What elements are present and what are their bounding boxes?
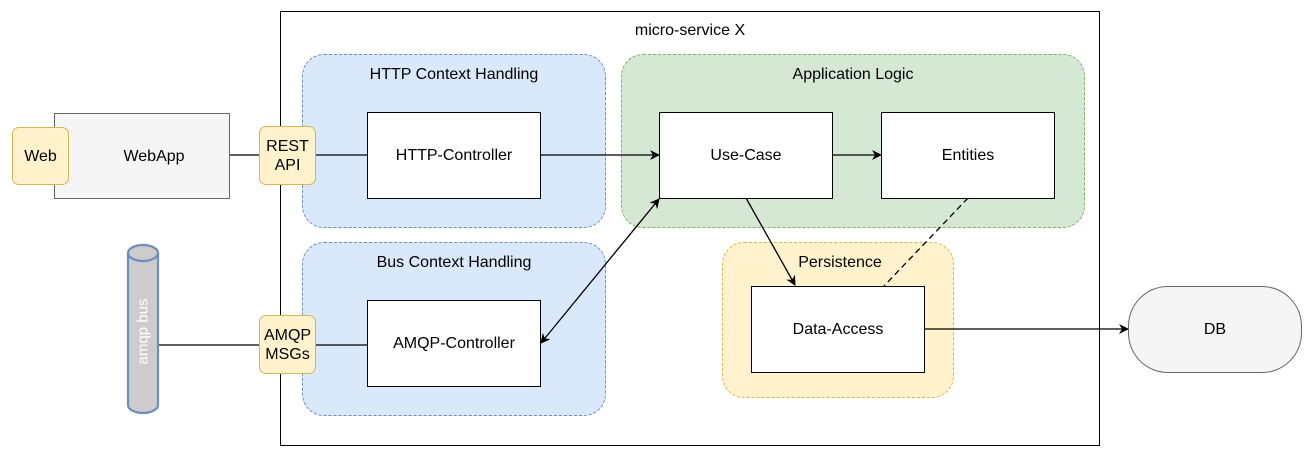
- webapp-label: WebApp: [123, 147, 185, 165]
- entities-box: Entities: [881, 112, 1055, 199]
- microservice-container: micro-service X: [280, 11, 1100, 446]
- db-box: DB: [1128, 286, 1302, 373]
- persistence-zone-title: Persistence: [798, 254, 882, 271]
- data-access-box: Data-Access: [751, 286, 925, 373]
- microservice-title: micro-service X: [634, 22, 746, 39]
- amqp-controller-label: AMQP-Controller: [393, 335, 515, 352]
- http-controller-box: HTTP-Controller: [367, 112, 541, 199]
- use-case-box: Use-Case: [659, 112, 833, 199]
- use-case-label: Use-Case: [710, 147, 782, 164]
- data-access-label: Data-Access: [792, 321, 884, 338]
- web-port: Web: [12, 127, 69, 185]
- amqp-bus-shape: [126, 243, 160, 415]
- bus-context-zone-title: Bus Context Handling: [376, 254, 532, 271]
- amqp-bus-cylinder: amqp bus: [126, 243, 160, 415]
- web-port-label: Web: [24, 147, 57, 165]
- entities-label: Entities: [941, 147, 995, 164]
- db-label: DB: [1203, 321, 1227, 338]
- http-context-zone-title: HTTP Context Handling: [369, 66, 539, 83]
- rest-api-label: REST API: [266, 137, 309, 174]
- rest-api-port: REST API: [259, 126, 316, 185]
- application-logic-zone-title: Application Logic: [792, 66, 914, 83]
- amqp-controller-use-case-bidir-arrow: [540, 198, 660, 344]
- use-case-to-data-access-arrow: [745, 197, 796, 286]
- amqp-controller-box: AMQP-Controller: [367, 300, 541, 387]
- webapp-box: WebApp: [54, 113, 230, 199]
- amqp-msgs-label: AMQP MSGs: [263, 326, 312, 363]
- amqp-bus-label: amqp bus: [134, 298, 152, 365]
- entities-to-data-access-dashed: [883, 197, 969, 287]
- amqp-msgs-port: AMQP MSGs: [259, 315, 316, 374]
- http-controller-label: HTTP-Controller: [395, 147, 513, 164]
